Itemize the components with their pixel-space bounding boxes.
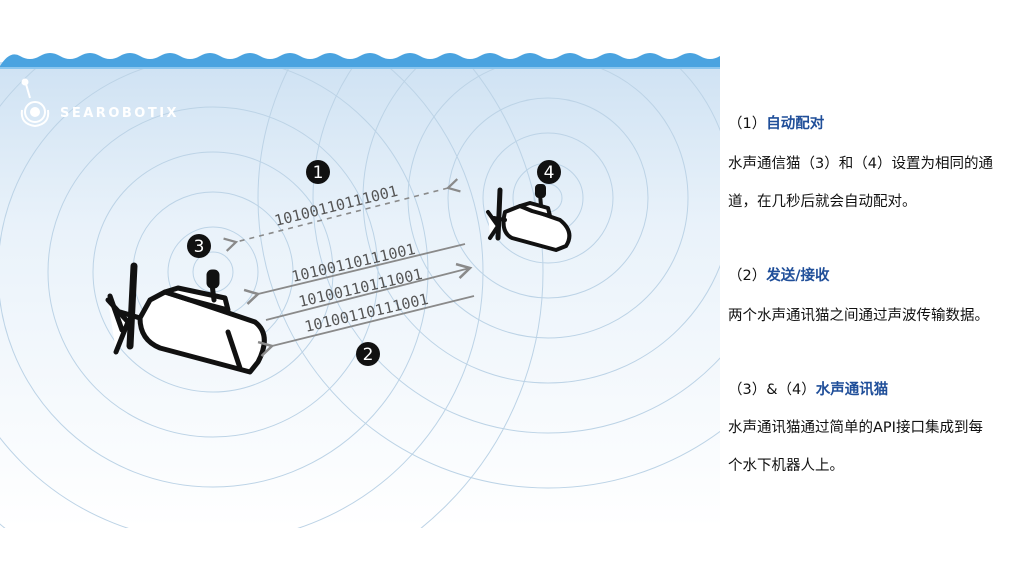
submarine-left xyxy=(105,262,267,375)
arrow-line-a xyxy=(243,243,466,305)
robot-logo-icon xyxy=(20,78,50,128)
solid-transmissions xyxy=(243,243,475,357)
svg-text:4: 4 xyxy=(544,163,555,183)
section-3-line-1: 水声通讯猫通过简单的API接口集成到每 xyxy=(728,420,983,436)
section-1-line-2: 道，在几秒后就会自动配对。 xyxy=(728,194,917,210)
section-1-heading: （1）自动配对 xyxy=(728,112,824,133)
logo-text: SEAROBOTIX xyxy=(60,106,179,121)
searobotix-logo: SEAROBOTIX xyxy=(20,78,179,128)
submarine-right xyxy=(486,184,572,252)
acoustic-comm-diagram: SEAROBOTIX 10100110111001 10100110111001… xyxy=(0,53,720,528)
section-2-prefix: （2） xyxy=(728,268,767,284)
water-background xyxy=(0,62,720,528)
section-2-line-1: 两个水声通讯猫之间通过声波传输数据。 xyxy=(728,308,989,324)
section-1-line-1: 水声通信猫（3）和（4）设置为相同的通 xyxy=(728,156,993,172)
svg-text:3: 3 xyxy=(194,237,205,257)
section-2-title: 发送/接收 xyxy=(766,268,830,284)
section-2-heading: （2）发送/接收 xyxy=(728,264,830,285)
dashed-transmission xyxy=(223,178,461,252)
step-marker-1: 1 xyxy=(306,160,330,184)
step-marker-3: 3 xyxy=(187,234,211,258)
arrow-line-b xyxy=(265,262,473,321)
section-3-title: 水声通讯猫 xyxy=(815,382,889,398)
section-1-title: 自动配对 xyxy=(766,116,825,132)
svg-text:2: 2 xyxy=(363,345,374,365)
section-3-prefix: （3）&（4） xyxy=(728,382,816,398)
section-1-prefix: （1） xyxy=(728,116,767,132)
section-3-heading: （3）&（4）水声通讯猫 xyxy=(728,378,888,399)
description-panel: （1）自动配对 水声通信猫（3）和（4）设置为相同的通 道，在几秒后就会自动配对… xyxy=(720,0,1024,576)
step-marker-4: 4 xyxy=(537,160,561,184)
step-marker-2: 2 xyxy=(356,342,380,366)
section-3-line-2: 个水下机器人上。 xyxy=(728,458,844,474)
arrow-line-c xyxy=(257,295,475,357)
water-surface-wave xyxy=(0,53,720,68)
svg-text:1: 1 xyxy=(313,163,324,183)
